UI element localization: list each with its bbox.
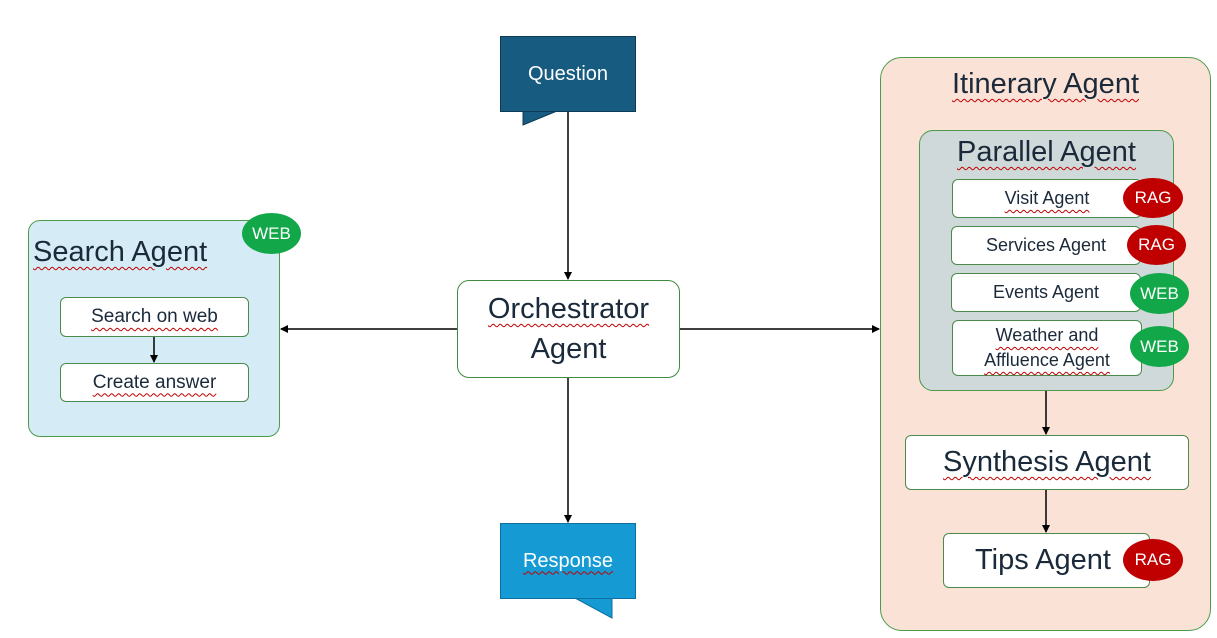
visit-agent-box: Visit Agent (952, 179, 1142, 218)
step-search-on-web: Search on web (60, 297, 249, 337)
search-agent-title: Search Agent (33, 236, 208, 268)
callout-tail (574, 597, 613, 619)
weather-agent-label-line1: Weather and (995, 325, 1099, 345)
tips-agent-rag-badge: RAG (1123, 539, 1183, 581)
services-agent-rag-badge: RAG (1127, 225, 1186, 265)
tips-agent-label: Tips Agent (975, 544, 1111, 576)
events-agent-web-badge: WEB (1130, 273, 1189, 314)
synthesis-agent-label: Synthesis Agent (943, 446, 1151, 478)
weather-affluence-agent-box: Weather and Affluence Agent (952, 320, 1142, 376)
response-label: Response (522, 549, 614, 572)
visit-agent-rag-badge: RAG (1123, 178, 1183, 218)
events-agent-box: Events Agent (951, 273, 1141, 312)
orchestrator-label-line2: Agent (530, 333, 607, 365)
search-agent-web-badge: WEB (242, 213, 301, 254)
events-agent-label: Events Agent (992, 282, 1100, 302)
weather-agent-label-line2: Affluence Agent (984, 350, 1110, 370)
services-agent-label: Services Agent (985, 235, 1107, 255)
orchestrator-label-line1: Orchestrator (487, 293, 650, 325)
question-callout: Question (500, 36, 636, 126)
callout-tail (522, 110, 558, 126)
parallel-agent-title: Parallel Agent (919, 136, 1174, 169)
orchestrator-agent-box: Orchestrator Agent (457, 280, 680, 378)
services-agent-box: Services Agent (951, 226, 1141, 265)
step-label: Search on web (91, 306, 218, 327)
synthesis-agent-box: Synthesis Agent (905, 435, 1189, 490)
tips-agent-box: Tips Agent (943, 533, 1150, 588)
visit-agent-label: Visit Agent (1004, 188, 1090, 208)
step-create-answer: Create answer (60, 363, 249, 402)
question-label: Question (527, 62, 609, 85)
weather-agent-web-badge: WEB (1130, 326, 1189, 367)
parallel-title-text: Parallel Agent (957, 136, 1136, 168)
itinerary-title-text: Itinerary Agent (952, 68, 1139, 100)
itinerary-agent-title: Itinerary Agent (880, 68, 1211, 101)
step-label: Create answer (92, 371, 217, 393)
response-callout: Response (500, 523, 636, 619)
